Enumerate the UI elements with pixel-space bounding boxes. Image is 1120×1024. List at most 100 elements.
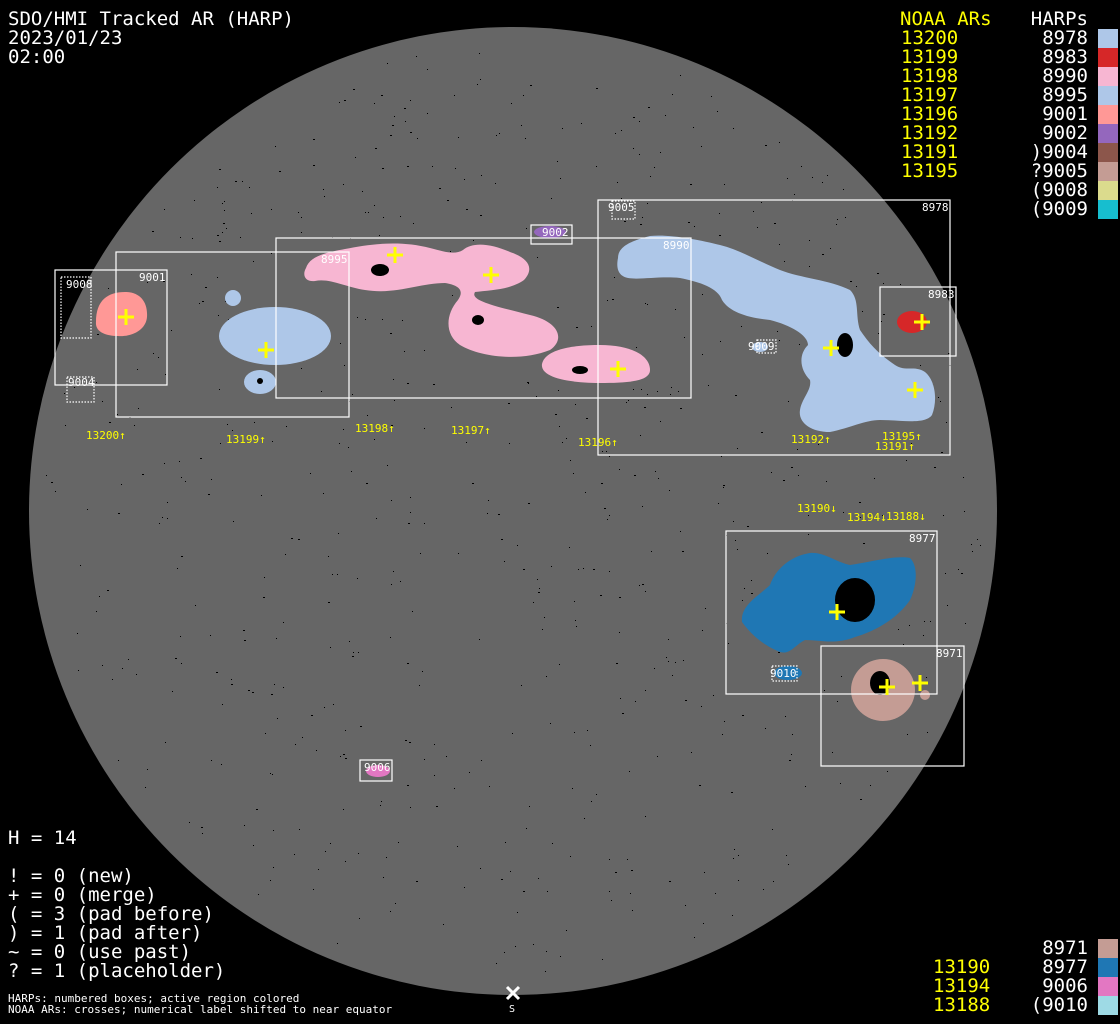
harp-box-8983[interactable] <box>879 286 957 357</box>
speckle <box>920 365 921 366</box>
speckle <box>878 333 879 334</box>
speckle <box>413 223 414 224</box>
speckle <box>189 822 190 823</box>
speckle <box>600 595 602 596</box>
speckle <box>827 175 828 176</box>
region-8995-small <box>225 290 241 306</box>
speckle <box>390 135 392 136</box>
speckle <box>860 517 861 518</box>
harp-box-8971[interactable] <box>820 645 965 767</box>
harp-box-9006[interactable] <box>359 759 393 782</box>
speckle <box>792 734 793 735</box>
harp-box-9001[interactable] <box>54 269 168 386</box>
harp-number: 9006 <box>1042 975 1088 997</box>
harp-box-8978[interactable] <box>597 199 951 456</box>
harp-box-8990[interactable] <box>275 237 692 399</box>
speckle <box>680 75 681 76</box>
speckle <box>249 187 250 188</box>
noaa-number: 13194 <box>933 975 991 997</box>
speckle <box>301 368 302 369</box>
harp-number: (9009 <box>1030 198 1088 220</box>
speckle <box>650 176 651 177</box>
speckle <box>671 387 672 388</box>
speckle <box>74 387 75 388</box>
speckle <box>374 205 375 206</box>
harp-box-8995[interactable] <box>115 251 350 418</box>
speckle <box>655 471 656 472</box>
speckle <box>231 679 232 680</box>
harp-box-9010[interactable] <box>771 665 798 682</box>
noaa-cross-icon <box>118 309 134 325</box>
speckle <box>379 235 380 236</box>
noaa-cross-icon <box>258 342 274 358</box>
speckle <box>451 407 452 408</box>
speckle <box>621 130 622 131</box>
speckle <box>231 684 233 685</box>
speckle <box>321 391 322 392</box>
speckle <box>359 918 360 919</box>
harp-box-9004[interactable] <box>66 376 95 403</box>
speckle <box>651 551 652 552</box>
speckle <box>633 389 634 390</box>
speckle <box>980 545 981 546</box>
speckle <box>96 382 97 383</box>
speckle <box>737 448 738 449</box>
harp-box-9009[interactable] <box>756 339 777 354</box>
speckle <box>458 553 459 554</box>
speckle <box>642 506 643 507</box>
harp-number: 8977 <box>1042 956 1088 978</box>
speckle <box>291 538 293 539</box>
harp-color-swatch <box>1098 996 1118 1015</box>
speckle <box>668 639 669 640</box>
speckle <box>46 475 47 476</box>
speckle <box>688 222 690 223</box>
harp-label: 8971 <box>936 647 963 660</box>
harp-box-8977[interactable] <box>725 530 938 695</box>
speckle <box>526 828 527 829</box>
speckle <box>941 452 943 453</box>
harp-box-9008[interactable] <box>60 276 92 339</box>
speckle <box>517 912 518 913</box>
harp-color-swatch <box>1098 181 1118 200</box>
speckle <box>682 551 684 552</box>
active-region-patches <box>95 226 936 777</box>
speckle <box>137 369 138 370</box>
speckle <box>279 171 281 172</box>
speckle <box>722 734 723 735</box>
harp-box-9002[interactable] <box>530 224 573 245</box>
speckle <box>948 353 950 354</box>
speckle <box>903 644 904 645</box>
status-count-line: ! = 0 (new) <box>8 865 134 887</box>
speckle <box>258 894 259 895</box>
region-8971-small <box>920 690 930 700</box>
speckle <box>407 663 409 664</box>
harp-label: 9001 <box>139 271 166 284</box>
speckle <box>570 460 571 461</box>
speckle <box>840 783 841 784</box>
legend-row: (9008 <box>900 181 1120 200</box>
speckle <box>645 591 646 592</box>
speckle <box>222 232 223 233</box>
speckle <box>614 277 615 278</box>
speckle <box>64 393 65 394</box>
speckle <box>631 870 633 871</box>
noaa-label: 13200↑ <box>86 429 126 442</box>
speckle <box>400 216 401 217</box>
speckle <box>224 210 225 211</box>
speckle <box>708 385 709 386</box>
speckle <box>601 483 603 484</box>
speckle <box>585 492 586 493</box>
harp-box-9005[interactable] <box>611 200 636 220</box>
speckle <box>528 383 529 384</box>
speckle <box>555 414 557 415</box>
speckle <box>175 658 177 659</box>
speckle <box>609 891 610 892</box>
speckle <box>596 794 597 795</box>
speckle <box>164 209 165 210</box>
speckle <box>536 396 537 397</box>
speckle <box>791 467 793 468</box>
speckle <box>464 887 465 888</box>
speckle <box>645 303 646 304</box>
